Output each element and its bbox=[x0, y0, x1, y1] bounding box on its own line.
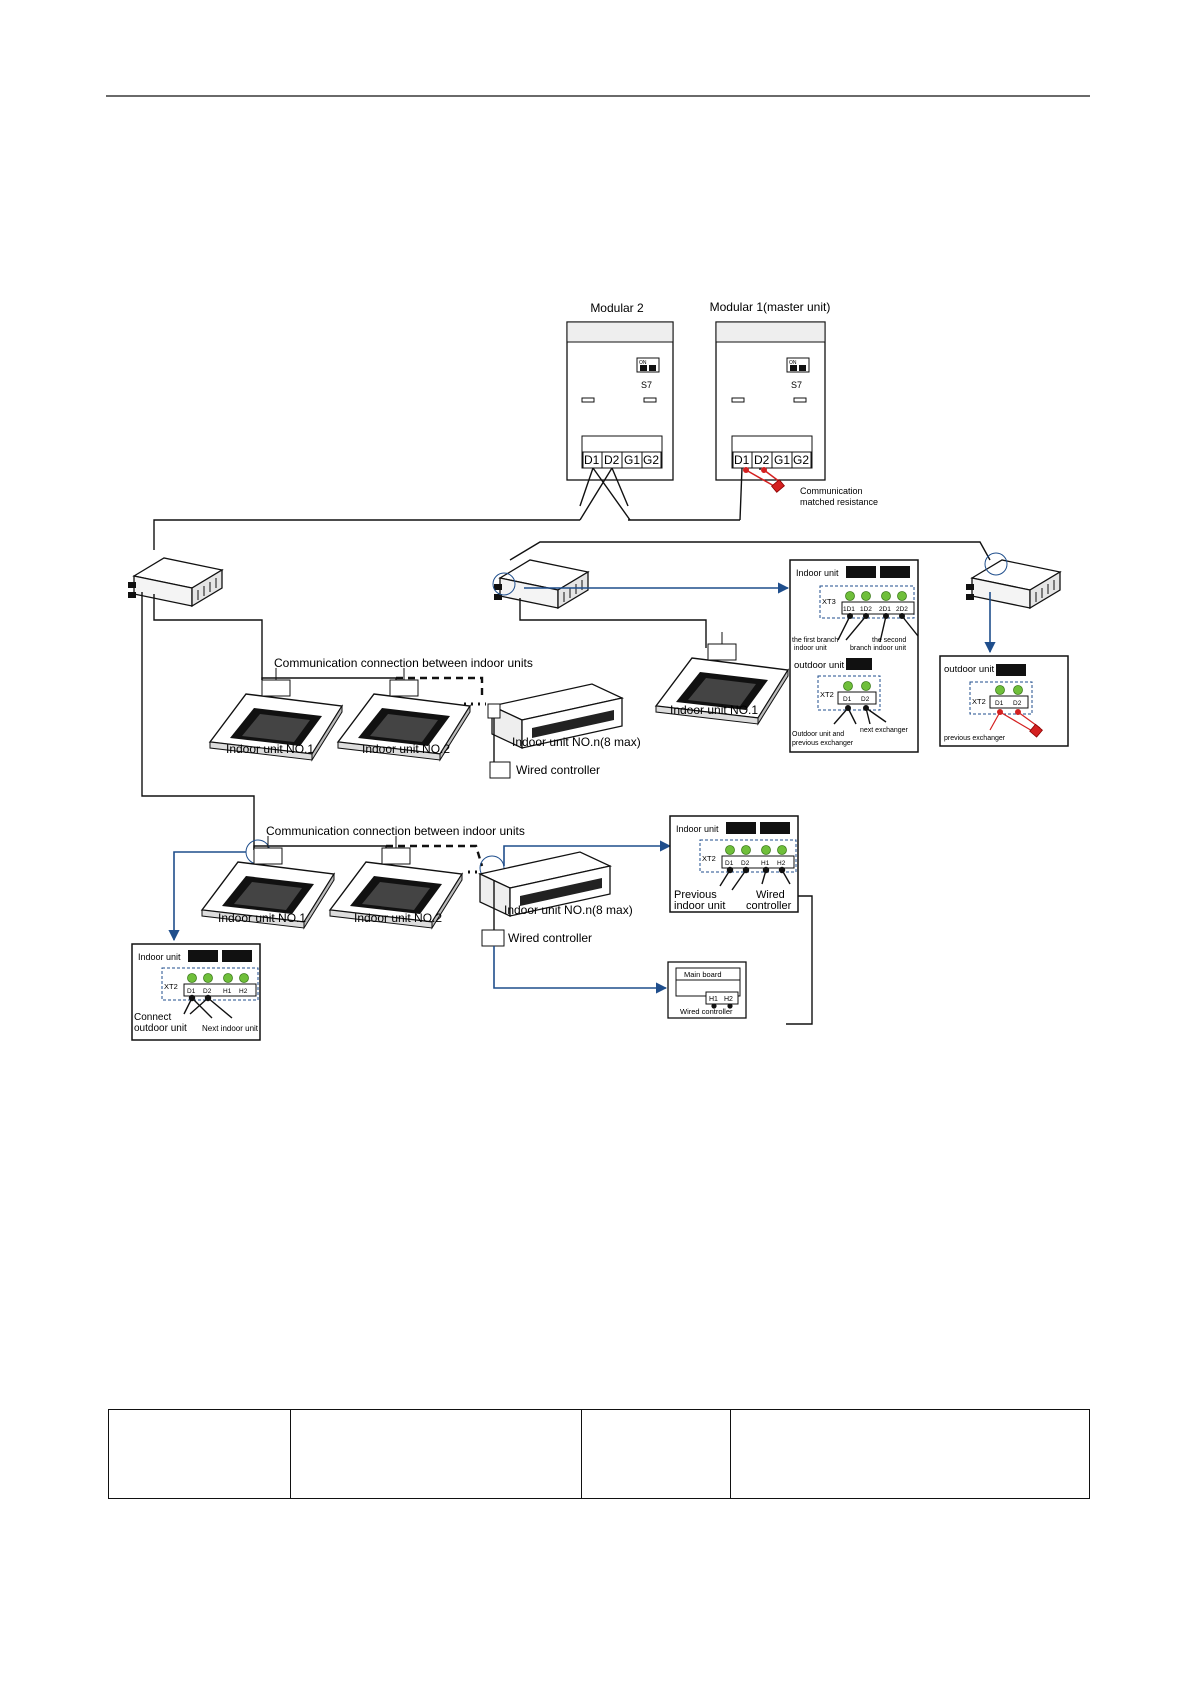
svg-text:D2: D2 bbox=[861, 696, 870, 703]
detail-outdoor-right-box: outdoor unit XT2 D1 D2 previous exchange… bbox=[939, 655, 1069, 747]
detail-branch-outdoor-title: outdoor unit bbox=[794, 660, 845, 671]
upper-unitn-label: Indoor unit NO.n(8 max) bbox=[512, 735, 641, 749]
svg-text:indoor unit: indoor unit bbox=[674, 900, 725, 912]
svg-text:D1: D1 bbox=[843, 696, 852, 703]
svg-text:XT2: XT2 bbox=[820, 690, 834, 699]
lower-wired-label: Wired controller bbox=[508, 931, 592, 945]
svg-text:1D2: 1D2 bbox=[860, 606, 872, 613]
modular-1-title: Modular 1(master unit) bbox=[710, 300, 831, 314]
svg-text:XT2: XT2 bbox=[972, 697, 986, 706]
svg-text:ON: ON bbox=[789, 360, 797, 366]
detail-indoor-mid-title: Indoor unit bbox=[676, 824, 719, 834]
svg-text:previous exchanger: previous exchanger bbox=[792, 740, 854, 747]
table-row bbox=[108, 1409, 1090, 1499]
svg-text:branch indoor unit: branch indoor unit bbox=[850, 645, 906, 652]
detail-branch-box: Indoor unit XT3 1D1 1D2 2D1 2D2 the firs… bbox=[789, 559, 919, 753]
svg-text:indoor unit: indoor unit bbox=[794, 645, 827, 652]
svg-text:H1: H1 bbox=[223, 988, 232, 995]
detail-outdoor-right-title: outdoor unit bbox=[944, 664, 995, 675]
terminal-d2: D2 bbox=[604, 453, 620, 467]
svg-text:XT3: XT3 bbox=[822, 597, 836, 606]
duct-unit-middle bbox=[493, 559, 589, 609]
table-cell bbox=[581, 1409, 731, 1499]
mid-unit1-label: Indoor unit NO.1 bbox=[670, 703, 758, 717]
svg-text:previous exchanger: previous exchanger bbox=[944, 735, 1006, 742]
lower-unit2-label: Indoor unit NO.2 bbox=[354, 911, 442, 925]
svg-text:S7: S7 bbox=[641, 380, 652, 390]
svg-text:S7: S7 bbox=[791, 380, 802, 390]
wired-controller-lower bbox=[481, 929, 505, 947]
table-cell bbox=[108, 1409, 291, 1499]
terminal-g2: G2 bbox=[643, 453, 659, 467]
upper-unit2-label: Indoor unit NO.2 bbox=[362, 742, 450, 756]
lower-unitn-label: Indoor unit NO.n(8 max) bbox=[504, 903, 633, 917]
svg-text:H2: H2 bbox=[239, 988, 248, 995]
svg-text:H1: H1 bbox=[709, 996, 718, 1003]
resistance-label-line2: matched resistance bbox=[800, 497, 878, 507]
main-board-box: Main board H1 H2 Wired controller bbox=[667, 961, 747, 1019]
terminal-g1: G1 bbox=[774, 453, 790, 467]
svg-text:D1: D1 bbox=[995, 700, 1004, 707]
terminal-g2: G2 bbox=[793, 453, 809, 467]
svg-text:D1: D1 bbox=[725, 860, 734, 867]
main-board-title: Main board bbox=[684, 970, 722, 979]
svg-text:Outdoor unit and: Outdoor unit and bbox=[792, 731, 844, 738]
terminal-d1: D1 bbox=[584, 453, 600, 467]
svg-text:the first branch: the first branch bbox=[792, 637, 838, 644]
lower-unit1-label: Indoor unit NO.1 bbox=[218, 911, 306, 925]
modular-2-title: Modular 2 bbox=[590, 301, 644, 315]
svg-text:controller: controller bbox=[746, 900, 792, 912]
svg-text:Wired: Wired bbox=[756, 889, 785, 901]
upper-unit1-label: Indoor unit NO.1 bbox=[226, 742, 314, 756]
table-cell bbox=[730, 1409, 1090, 1499]
svg-text:D2: D2 bbox=[1013, 700, 1022, 707]
svg-text:D1: D1 bbox=[187, 988, 196, 995]
modular-1-master-unit: Modular 1(master unit) ON S7 D1 D2 G1 G2 bbox=[710, 300, 831, 493]
matched-resistor-icon bbox=[771, 479, 785, 493]
svg-text:XT2: XT2 bbox=[702, 854, 716, 863]
svg-text:next exchanger: next exchanger bbox=[860, 727, 909, 734]
svg-text:outdoor unit: outdoor unit bbox=[134, 1023, 187, 1034]
svg-text:H1: H1 bbox=[761, 860, 770, 867]
terminal-d2: D2 bbox=[754, 453, 770, 467]
detail-indoor-left-box: Indoor unit XT2 D1 D2 H1 H2 Connect outd… bbox=[131, 943, 261, 1041]
terminal-d1: D1 bbox=[734, 453, 750, 467]
svg-text:Previous: Previous bbox=[674, 889, 717, 901]
svg-text:XT2: XT2 bbox=[164, 982, 178, 991]
upper-comm-label: Communication connection between indoor … bbox=[274, 656, 533, 670]
modular-2-unit: Modular 2 ON S7 D1 D2 G1 G2 bbox=[566, 301, 674, 481]
table-cell bbox=[290, 1409, 582, 1499]
wired-controller-upper bbox=[489, 761, 511, 779]
resistance-label-line1: Communication bbox=[800, 486, 863, 496]
svg-text:2D2: 2D2 bbox=[896, 606, 908, 613]
svg-text:1D1: 1D1 bbox=[843, 606, 855, 613]
detail-branch-indoor-title: Indoor unit bbox=[796, 568, 839, 578]
svg-text:Wired controller: Wired controller bbox=[680, 1007, 733, 1016]
svg-text:D2: D2 bbox=[203, 988, 212, 995]
svg-text:D2: D2 bbox=[741, 860, 750, 867]
svg-text:2D1: 2D1 bbox=[879, 606, 891, 613]
svg-text:the second: the second bbox=[872, 637, 906, 644]
upper-wired-label: Wired controller bbox=[516, 763, 600, 777]
svg-text:Next indoor unit: Next indoor unit bbox=[202, 1024, 259, 1033]
bottom-table bbox=[108, 1409, 1090, 1499]
detail-indoor-left-title: Indoor unit bbox=[138, 952, 181, 962]
lower-comm-label: Communication connection between indoor … bbox=[266, 824, 525, 838]
svg-text:H2: H2 bbox=[777, 860, 786, 867]
svg-text:ON: ON bbox=[639, 360, 647, 366]
svg-text:H2: H2 bbox=[724, 996, 733, 1003]
terminal-g1: G1 bbox=[624, 453, 640, 467]
duct-unit-right bbox=[965, 559, 1061, 609]
detail-indoor-mid-box: Indoor unit XT2 D1 D2 H1 H2 Previous ind… bbox=[669, 815, 799, 913]
svg-text:Connect: Connect bbox=[134, 1012, 171, 1023]
matched-resistor-icon bbox=[1029, 723, 1043, 738]
